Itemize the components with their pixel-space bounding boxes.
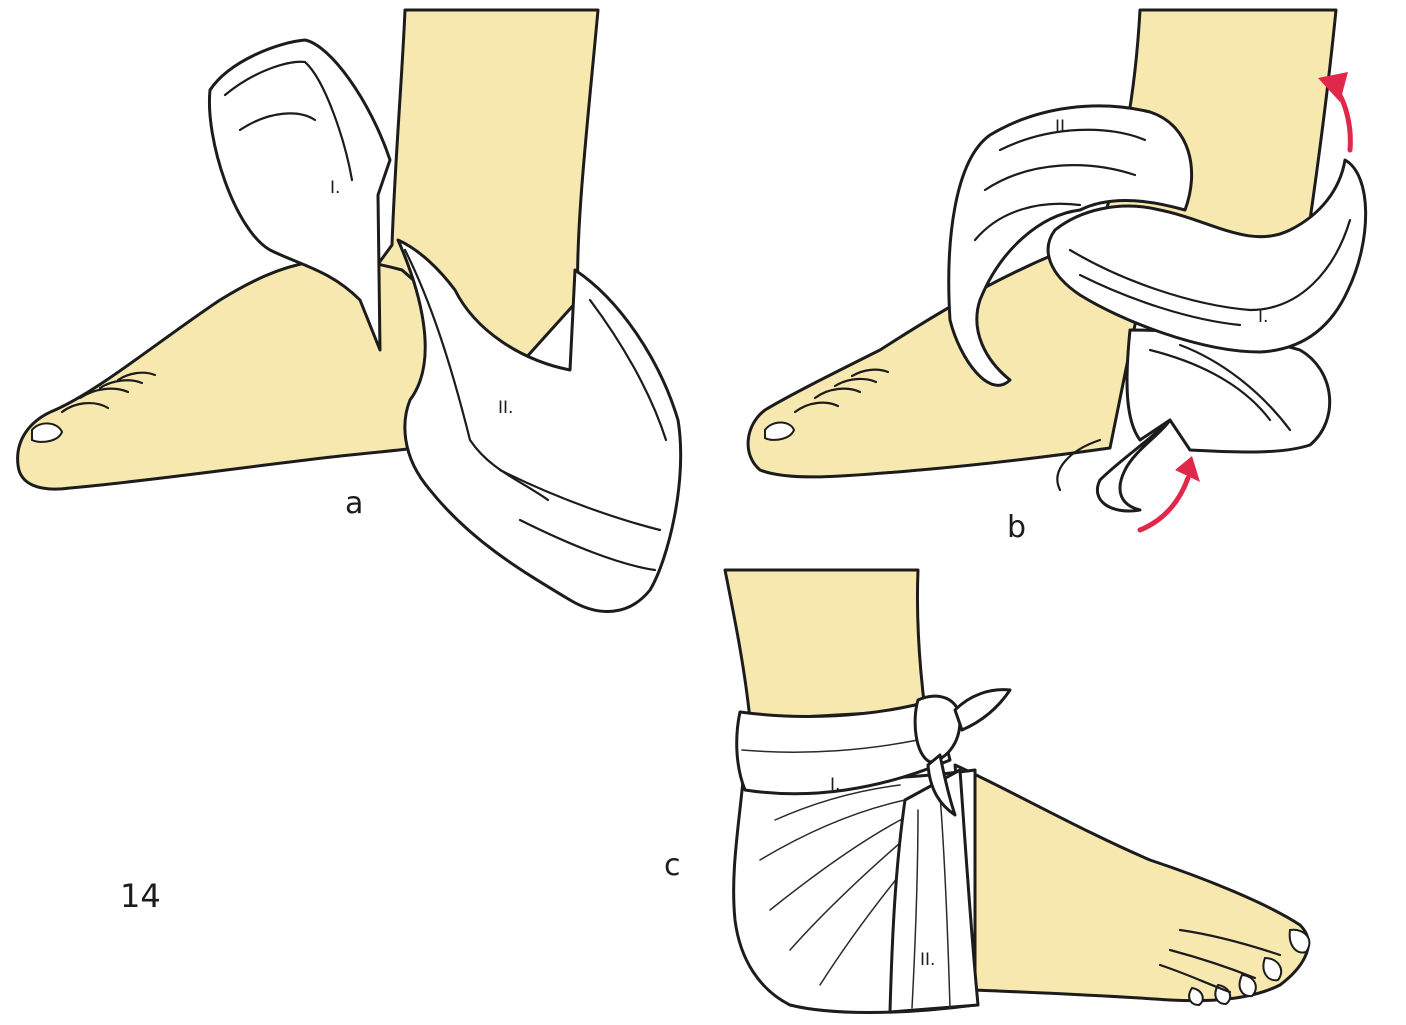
figure-number: 14 xyxy=(120,877,161,915)
panel-a: I. II. a xyxy=(18,10,681,611)
panel-a-letter: a xyxy=(345,486,363,521)
panel-b-arrow-lower xyxy=(1140,456,1200,530)
panel-b-label-I: I. xyxy=(1258,307,1268,327)
panel-c-letter: c xyxy=(664,848,681,883)
panel-b-heel-wrap xyxy=(1097,330,1329,511)
panel-b-letter: b xyxy=(1007,510,1026,545)
panel-b-label-II: II. xyxy=(1055,117,1070,137)
panel-a-label-II: II. xyxy=(498,398,513,418)
panel-b: II. I. b xyxy=(748,10,1366,545)
panel-a-label-I: I. xyxy=(330,178,340,198)
panel-c-label-II: II. xyxy=(920,950,935,970)
panel-a-foot xyxy=(18,260,470,489)
panel-c-foot xyxy=(955,765,1308,1001)
panel-c: I. II. c xyxy=(664,570,1309,1013)
panel-c-label-I: I. xyxy=(830,775,840,795)
panel-c-leg xyxy=(725,570,925,720)
